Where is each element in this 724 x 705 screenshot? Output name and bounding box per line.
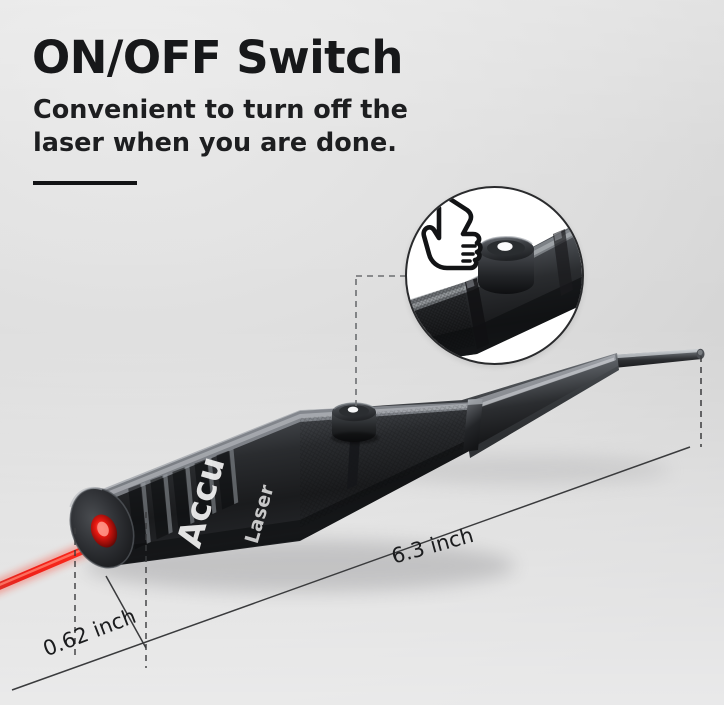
page-title: ON/OFF Switch (32, 31, 403, 84)
laser-muzzle (69, 486, 135, 569)
barrel-collar (463, 398, 483, 452)
title-divider (33, 181, 137, 185)
closeup-switch-button[interactable] (478, 236, 534, 294)
barrel-grip-ribs (128, 448, 240, 556)
on-off-switch-button[interactable] (331, 402, 379, 444)
switch-closeup-circle[interactable] (405, 186, 584, 365)
page-subtitle: Convenient to turn off the laser when yo… (33, 95, 408, 158)
magnifier-leader-line (355, 275, 407, 406)
laser-main-body (69, 398, 483, 569)
pointing-hand-icon (421, 195, 483, 271)
switch-closeup-artwork (407, 195, 582, 363)
dimension-lines (11, 356, 702, 691)
laser-rear-rod (612, 348, 705, 368)
laser-taper-cone (462, 353, 619, 458)
